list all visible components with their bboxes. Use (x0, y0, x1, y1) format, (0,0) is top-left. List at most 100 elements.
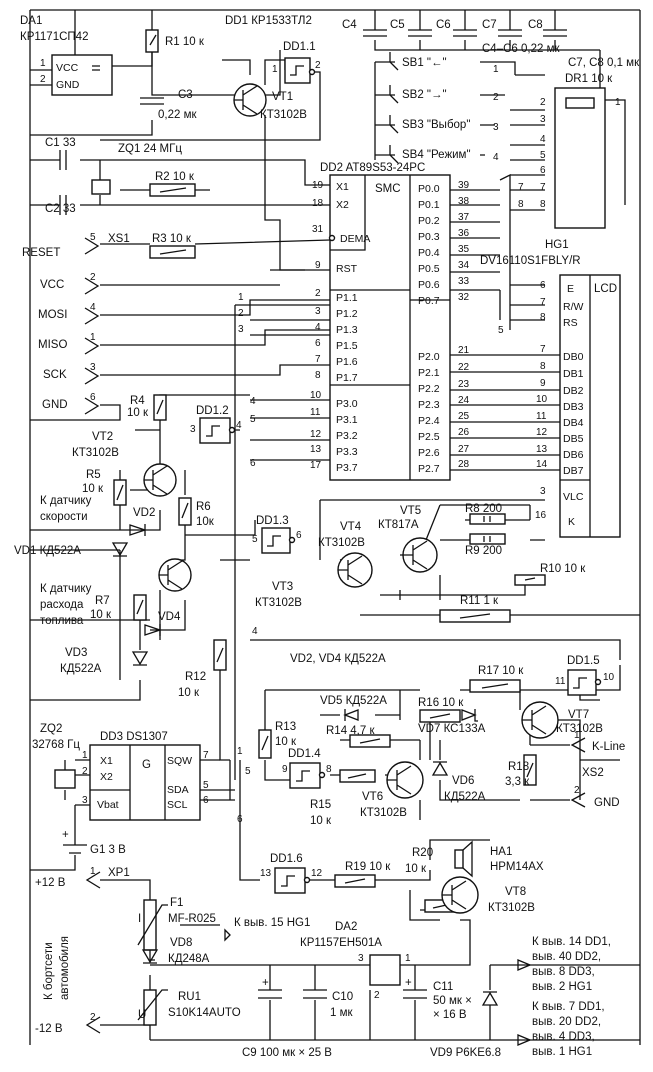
hg1-db-num: 7 (540, 344, 546, 355)
c10-value: 1 мк (330, 1007, 353, 1019)
c11-value-2: × 16 В (433, 1009, 467, 1021)
g1-label: G1 3 В (90, 844, 126, 856)
dd2-pin-name: P1.6 (336, 356, 358, 368)
fuel-sensor-label-1: К датчику (40, 583, 92, 595)
dd2-pin-num: 9 (315, 260, 321, 271)
r6-value: 10к (196, 516, 215, 528)
hg1-ref: HG1 (545, 239, 569, 251)
r7-ref: R7 (95, 595, 110, 607)
dd2-pin-num: 25 (458, 411, 470, 422)
dd2-pin-num: 31 (312, 224, 324, 235)
dd2-pin-name: P0.1 (418, 199, 440, 211)
vd3-part: КД522А (60, 663, 102, 675)
xp1-label: XP1 (108, 867, 130, 879)
hg1-k: K (568, 516, 575, 528)
da2-pin-2: 2 (374, 990, 380, 1001)
dd3-sqw: SQW (167, 755, 192, 767)
da2-pin-1: 1 (405, 953, 411, 964)
da2-ref: DA2 (335, 921, 357, 933)
dd3-pin-2: 2 (82, 766, 88, 777)
net-5-label: 5 (245, 766, 251, 777)
dd2-pin-num: 33 (458, 276, 470, 287)
dd2-pin-name: P3.3 (336, 446, 358, 458)
net-4-label: 4 (252, 626, 258, 637)
r19-label: R19 10 к (345, 861, 391, 873)
r14-resistor: R14 4,7 к (326, 725, 391, 748)
dd1-6-pin-in: 13 (260, 868, 272, 879)
dd2-smc: SMC (375, 183, 401, 195)
dd2-pin-num: 32 (458, 292, 470, 303)
net-1-label: 1 (237, 746, 243, 757)
r8-label: R8 200 (465, 503, 502, 515)
k15-label: К выв. 15 HG1 (234, 917, 310, 929)
sb3-pin: 3 (493, 122, 499, 133)
dr1-bus-num: 5 (540, 150, 546, 161)
hg1-db: DB3 (563, 401, 584, 413)
sb2-pin: 2 (493, 92, 499, 103)
xs2-label: XS2 (582, 767, 604, 779)
dd1-5-schmitt: DD1.5 11 10 (555, 655, 615, 696)
dd3-scl: SCL (167, 799, 188, 811)
hg1-db-num: 12 (536, 427, 548, 438)
dd1-4-pin-in: 9 (282, 764, 288, 775)
supply-notes: К выв. 14 DD1, выв. 40 DD2, выв. 8 DD3, … (517, 936, 611, 1058)
vt2-transistor: VT2 КТ3102В (72, 431, 177, 497)
r8-r9-resistors: R8 200 R9 200 (465, 503, 506, 557)
dd1-3-label: DD1.3 (256, 515, 289, 527)
k15-arrow: К выв. 15 HG1 (224, 917, 310, 942)
dd2-pin-num: 39 (458, 180, 470, 191)
xs1-label: XS1 (108, 233, 130, 245)
vd5-diode: VD5 КД522А (320, 695, 387, 721)
hg1-vlc-num: 3 (540, 486, 546, 497)
c9-label: C9 100 мк × 25 В (242, 1047, 332, 1059)
dd1-3-pin-out: 6 (296, 530, 302, 541)
net-6-label: 6 (237, 814, 243, 825)
vt4-part: КТ3102В (318, 537, 365, 549)
dd2-pin-num: 27 (458, 444, 470, 455)
fuel-sensor-label-3: топлива (40, 615, 84, 627)
bus-num: 4 (250, 396, 256, 407)
dd2-microcontroller: DD2 AT89S53-24PC SMC (320, 162, 451, 481)
hg1-db-num: 11 (536, 411, 547, 422)
p0-bus-num: 8 (518, 199, 524, 210)
r5-ref: R5 (86, 469, 101, 481)
xp1-pin-1: 1 (90, 866, 96, 877)
cap-label-c5: C5 (390, 19, 405, 31)
sb2-label: SB2 "→" (402, 89, 447, 101)
dd2-pin-name: P0.5 (418, 263, 440, 275)
sb4-label: SB4 "Режим" (402, 149, 471, 161)
r3-resistor: R3 10 к (149, 233, 196, 259)
xs1-pin-name: MISO (38, 339, 67, 351)
dd2-pin-num: 24 (458, 395, 470, 406)
dd2-right-pins: P0.0 39 P0.1 38 P0.2 37 P0.3 36 P0.4 35 … (418, 180, 470, 475)
dd1-2-pin-out: 4 (236, 420, 242, 431)
vd9-label: VD9 P6KE6.8 (430, 1047, 501, 1059)
dd2-pin-num: 19 (312, 180, 324, 191)
vt5-part: КТ817А (378, 519, 419, 531)
da1-pin-1: 1 (40, 58, 46, 69)
xs1-pin-name: RESET (22, 247, 60, 259)
dd2-pin-name: P0.0 (418, 183, 440, 195)
vd8-part: КД248А (168, 953, 210, 965)
r14-label: R14 4,7 к (326, 725, 375, 737)
vt7-transistor: VT7 КТ3102В (521, 701, 603, 739)
hg1-db: DB2 (563, 385, 584, 397)
c3-value: 0,22 мк (158, 109, 197, 121)
da1-ref: DA1 (20, 15, 42, 27)
f1-fuse: I F1 MF-R025 (137, 897, 216, 951)
g1-plus: + (62, 829, 69, 841)
p0-bus-num: 7 (518, 182, 524, 193)
bus-num: 2 (238, 308, 244, 319)
vd5-label: VD5 КД522А (320, 695, 387, 707)
dd3-pin-1: 1 (82, 750, 88, 761)
dd2-pin-name: P2.5 (418, 431, 440, 443)
bus-num: 6 (250, 458, 256, 469)
vd4-diode: VD4 (144, 611, 181, 636)
dd2-pin-name: P0.3 (418, 231, 440, 243)
bus-num: 3 (238, 324, 244, 335)
vt1-transistor: VT1 КТ3102В (233, 83, 307, 121)
dd1-5-label: DD1.5 (567, 655, 600, 667)
dd2-pin-num: 11 (310, 407, 321, 418)
dd1-5-pin-out: 10 (603, 672, 615, 683)
dd2-pin-name: P1.2 (336, 308, 358, 320)
